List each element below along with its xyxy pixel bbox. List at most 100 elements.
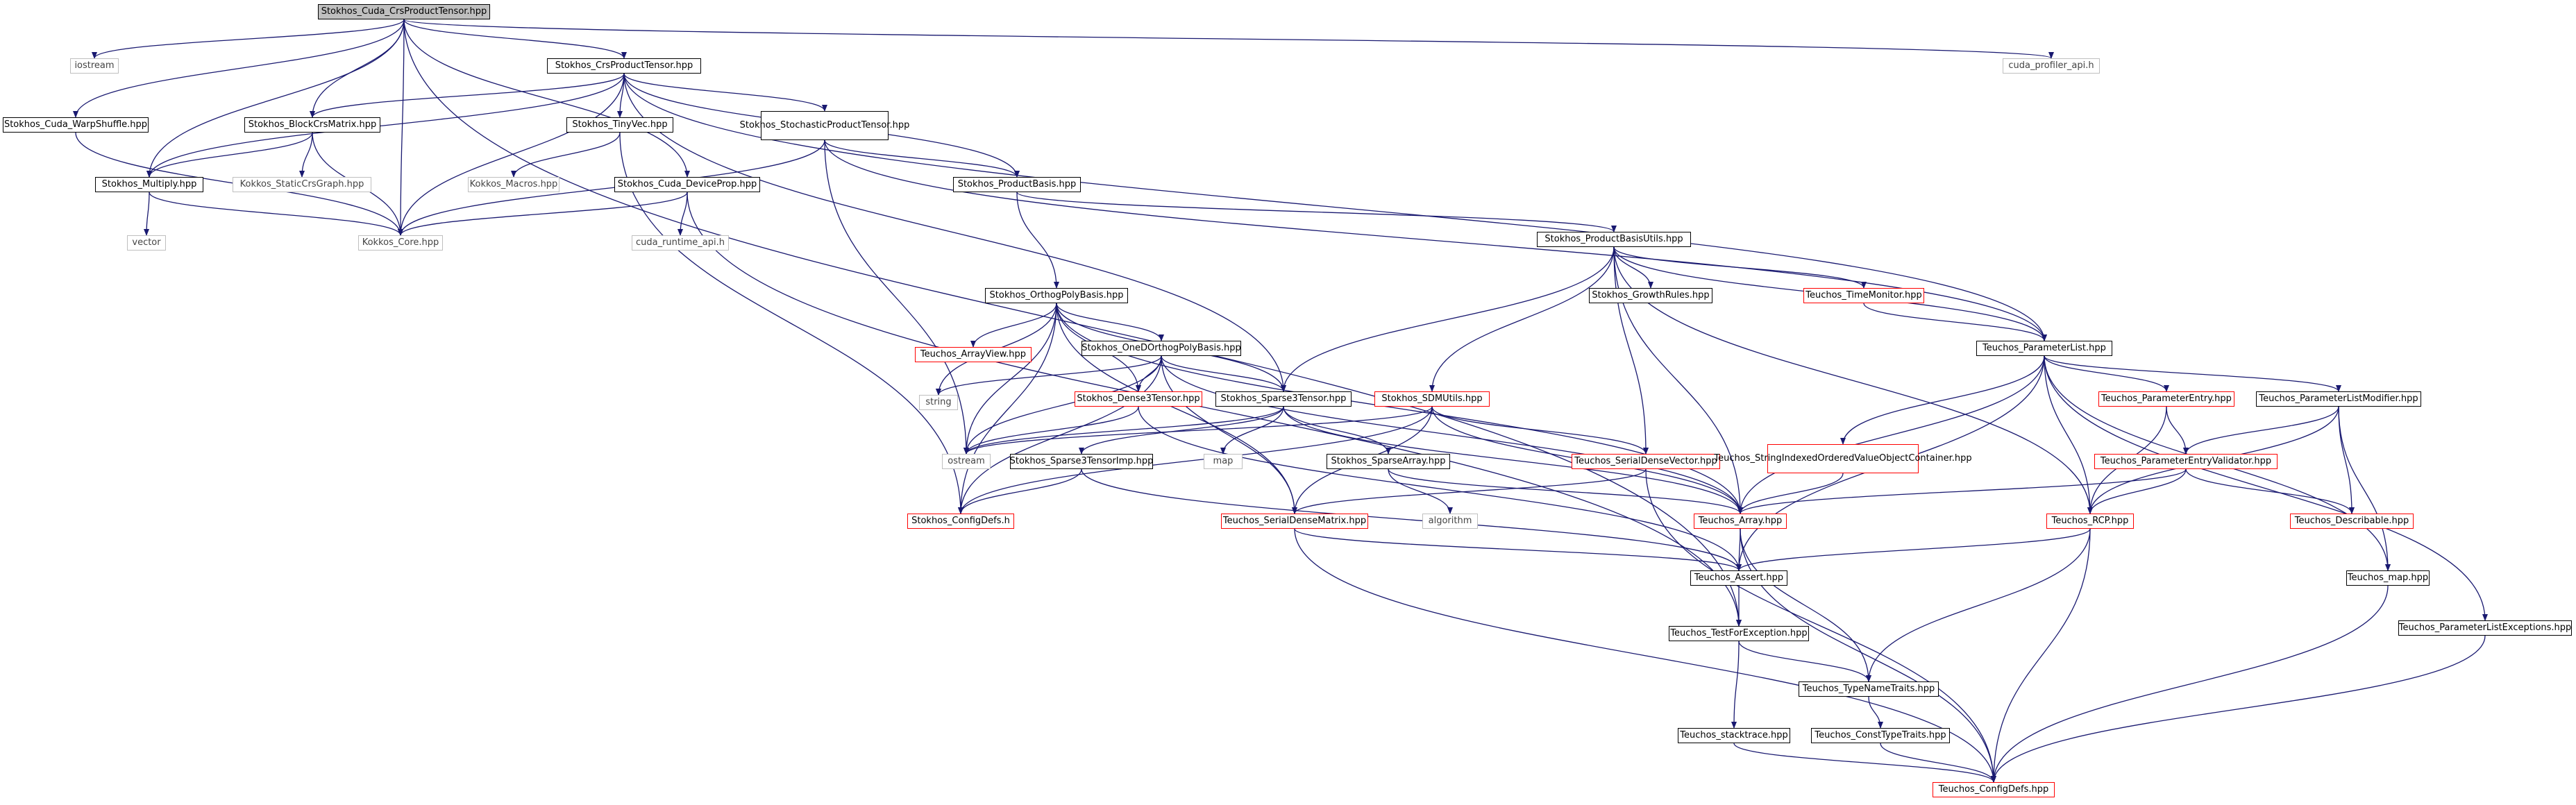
node-algorithm[interactable]: algorithm	[1422, 514, 1478, 529]
node-arrayview[interactable]: Teuchos_ArrayView.hpp	[915, 347, 1032, 362]
node-label: Stokhos_BlockCrsMatrix.hpp	[248, 119, 377, 130]
node-string[interactable]: string	[919, 395, 958, 410]
node-pev[interactable]: Teuchos_ParameterEntryValidator.hpp	[2094, 454, 2278, 469]
edge-stacktrace-to-tconfig	[1733, 743, 1996, 783]
node-label: Teuchos_RCP.hpp	[2051, 516, 2129, 526]
node-timemon[interactable]: Teuchos_TimeMonitor.hpp	[1803, 288, 1924, 303]
edge-pbutils-to-sparse3	[1281, 246, 1615, 392]
node-label: Teuchos_ParameterListExceptions.hpp	[2398, 622, 2572, 633]
node-deviceprop[interactable]: Stokhos_Cuda_DeviceProp.hpp	[614, 177, 760, 192]
edge-plexc-to-tconfig	[1991, 635, 2486, 783]
edge-tarray-to-typename	[1740, 528, 1871, 682]
node-stacktrace[interactable]: Teuchos_stacktrace.hpp	[1678, 728, 1790, 743]
node-map[interactable]: map	[1204, 454, 1243, 469]
edge-timemon-to-plist	[1863, 303, 2047, 341]
node-iostream[interactable]: iostream	[70, 58, 119, 74]
edge-root-to-testforexc	[403, 19, 1742, 627]
edge-root-to-kcore	[398, 19, 405, 236]
node-tarray[interactable]: Teuchos_Array.hpp	[1694, 514, 1787, 529]
edge-root-to-warp	[73, 19, 405, 118]
node-assert[interactable]: Teuchos_Assert.hpp	[1690, 570, 1787, 586]
edge-stochastic-to-kcore	[398, 139, 825, 236]
node-label: Stokhos_Dense3Tensor.hpp	[1077, 393, 1200, 404]
edge-stochastic-to-plist	[824, 139, 2047, 341]
node-pbutils[interactable]: Stokhos_ProductBasisUtils.hpp	[1537, 232, 1691, 247]
node-label: map	[1213, 456, 1234, 466]
node-sparse3[interactable]: Stokhos_Sparse3Tensor.hpp	[1215, 391, 1352, 407]
node-label: cuda_profiler_api.h	[2008, 60, 2094, 71]
node-rcp[interactable]: Teuchos_RCP.hpp	[2046, 514, 2134, 529]
edge-sdm-to-tconfig	[1294, 528, 1996, 783]
node-describable[interactable]: Teuchos_Describable.hpp	[2290, 514, 2414, 529]
node-oned[interactable]: Stokhos_OneDOrthogPolyBasis.hpp	[1081, 341, 1241, 356]
edge-sdmutils-to-configdefs	[958, 406, 1433, 514]
node-multiply[interactable]: Stokhos_Multiply.hpp	[95, 177, 203, 192]
edge-orthog-to-sdm	[1056, 303, 1297, 514]
node-pentry[interactable]: Teuchos_ParameterEntry.hpp	[2098, 391, 2234, 407]
edge-rcp-to-assert	[1736, 528, 2091, 571]
node-plexc[interactable]: Teuchos_ParameterListExceptions.hpp	[2398, 620, 2572, 636]
edge-orthog-to-configdefs	[958, 303, 1057, 514]
node-sdv[interactable]: Teuchos_SerialDenseVector.hpp	[1572, 454, 1720, 469]
node-blockcrs[interactable]: Stokhos_BlockCrsMatrix.hpp	[244, 117, 380, 133]
node-label: Teuchos_TimeMonitor.hpp	[1805, 290, 1922, 300]
node-label: Teuchos_stacktrace.hpp	[1680, 730, 1788, 740]
node-staticgraph[interactable]: Kokkos_StaticCrsGraph.hpp	[233, 177, 371, 192]
edge-sparsearray-to-algorithm	[1388, 468, 1453, 514]
edge-plmod-to-pev	[2183, 406, 2339, 455]
node-productbasis[interactable]: Stokhos_ProductBasis.hpp	[953, 177, 1081, 192]
node-configdefs[interactable]: Stokhos_ConfigDefs.h	[907, 514, 1014, 529]
edge-pev-to-rcp	[2087, 468, 2187, 514]
edge-tarray-to-tconfig	[1740, 528, 1996, 783]
node-warp[interactable]: Stokhos_Cuda_WarpShuffle.hpp	[3, 117, 149, 133]
node-cudart[interactable]: cuda_runtime_api.h	[632, 235, 729, 251]
node-crs[interactable]: Stokhos_CrsProductTensor.hpp	[547, 58, 701, 74]
edge-crs-to-kcore	[398, 73, 625, 236]
node-label: ValueObjectContainer.hpp	[1854, 453, 1972, 464]
node-tconfig[interactable]: Teuchos_ConfigDefs.hpp	[1933, 782, 2055, 797]
node-consttype[interactable]: Teuchos_ConstTypeTraits.hpp	[1811, 728, 1950, 743]
node-sdm[interactable]: Teuchos_SerialDenseMatrix.hpp	[1221, 514, 1368, 529]
node-sdmutils[interactable]: Stokhos_SDMUtils.hpp	[1374, 391, 1490, 407]
node-label: Teuchos_TypeNameTraits.hpp	[1802, 684, 1935, 694]
node-growth[interactable]: Stokhos_GrowthRules.hpp	[1589, 288, 1712, 303]
node-typename[interactable]: Teuchos_TypeNameTraits.hpp	[1799, 681, 1939, 697]
edge-root-to-blockcrs	[310, 19, 405, 118]
edge-oned-to-sdm	[1161, 355, 1297, 514]
edge-root-to-iostream	[92, 19, 405, 59]
node-label: Teuchos_ConfigDefs.hpp	[1938, 784, 2049, 795]
node-kmacros[interactable]: Kokkos_Macros.hpp	[468, 177, 559, 192]
node-label: Teuchos_ConstTypeTraits.hpp	[1815, 730, 1946, 740]
node-plist[interactable]: Teuchos_ParameterList.hpp	[1976, 341, 2112, 356]
edge-crs-to-sparse3	[623, 73, 1286, 392]
node-cudaprof[interactable]: cuda_profiler_api.h	[2003, 58, 2100, 74]
node-label: Teuchos_ParameterListModifier.hpp	[2259, 393, 2418, 404]
edge-pbutils-to-sdv	[1613, 246, 1649, 455]
edge-sparse3-to-sparse3imp	[1079, 406, 1284, 455]
node-ostream[interactable]: ostream	[942, 454, 991, 469]
edge-oned-to-ostream	[963, 355, 1162, 455]
node-tmap[interactable]: Teuchos_map.hpp	[2346, 570, 2430, 586]
edge-stochastic-to-ostream	[824, 139, 969, 455]
edge-sparse3imp-to-assert	[1081, 468, 1742, 571]
edge-oned-to-tarray	[1161, 355, 1743, 514]
node-label: Tensor.hpp	[861, 120, 910, 130]
node-label: Stokhos_SDMUtils.hpp	[1381, 393, 1483, 404]
node-testforexc[interactable]: Teuchos_TestForException.hpp	[1669, 626, 1809, 641]
node-root[interactable]: Stokhos_Cuda_CrsProductTensor.hpp	[318, 4, 490, 19]
edge-plist-to-pentry	[2044, 355, 2169, 392]
node-vector[interactable]: vector	[127, 235, 166, 251]
node-label: Stokhos_Sparse3Tensor.hpp	[1220, 393, 1347, 404]
node-label: Stokhos_ProductBasis.hpp	[957, 179, 1077, 189]
node-dense3[interactable]: Stokhos_Dense3Tensor.hpp	[1075, 391, 1202, 407]
node-orthog[interactable]: Stokhos_OrthogPolyBasis.hpp	[985, 288, 1128, 303]
node-tinyvec[interactable]: Stokhos_TinyVec.hpp	[566, 117, 673, 133]
node-sparsearray[interactable]: Stokhos_SparseArray.hpp	[1327, 454, 1450, 469]
node-kcore[interactable]: Kokkos_Core.hpp	[358, 235, 443, 251]
node-label: vector	[132, 237, 161, 248]
node-plmod[interactable]: Teuchos_ParameterListModifier.hpp	[2256, 391, 2421, 407]
node-label: Teuchos_ArrayView.hpp	[920, 349, 1027, 359]
node-sparse3imp[interactable]: Stokhos_Sparse3TensorImp.hpp	[1010, 454, 1153, 469]
